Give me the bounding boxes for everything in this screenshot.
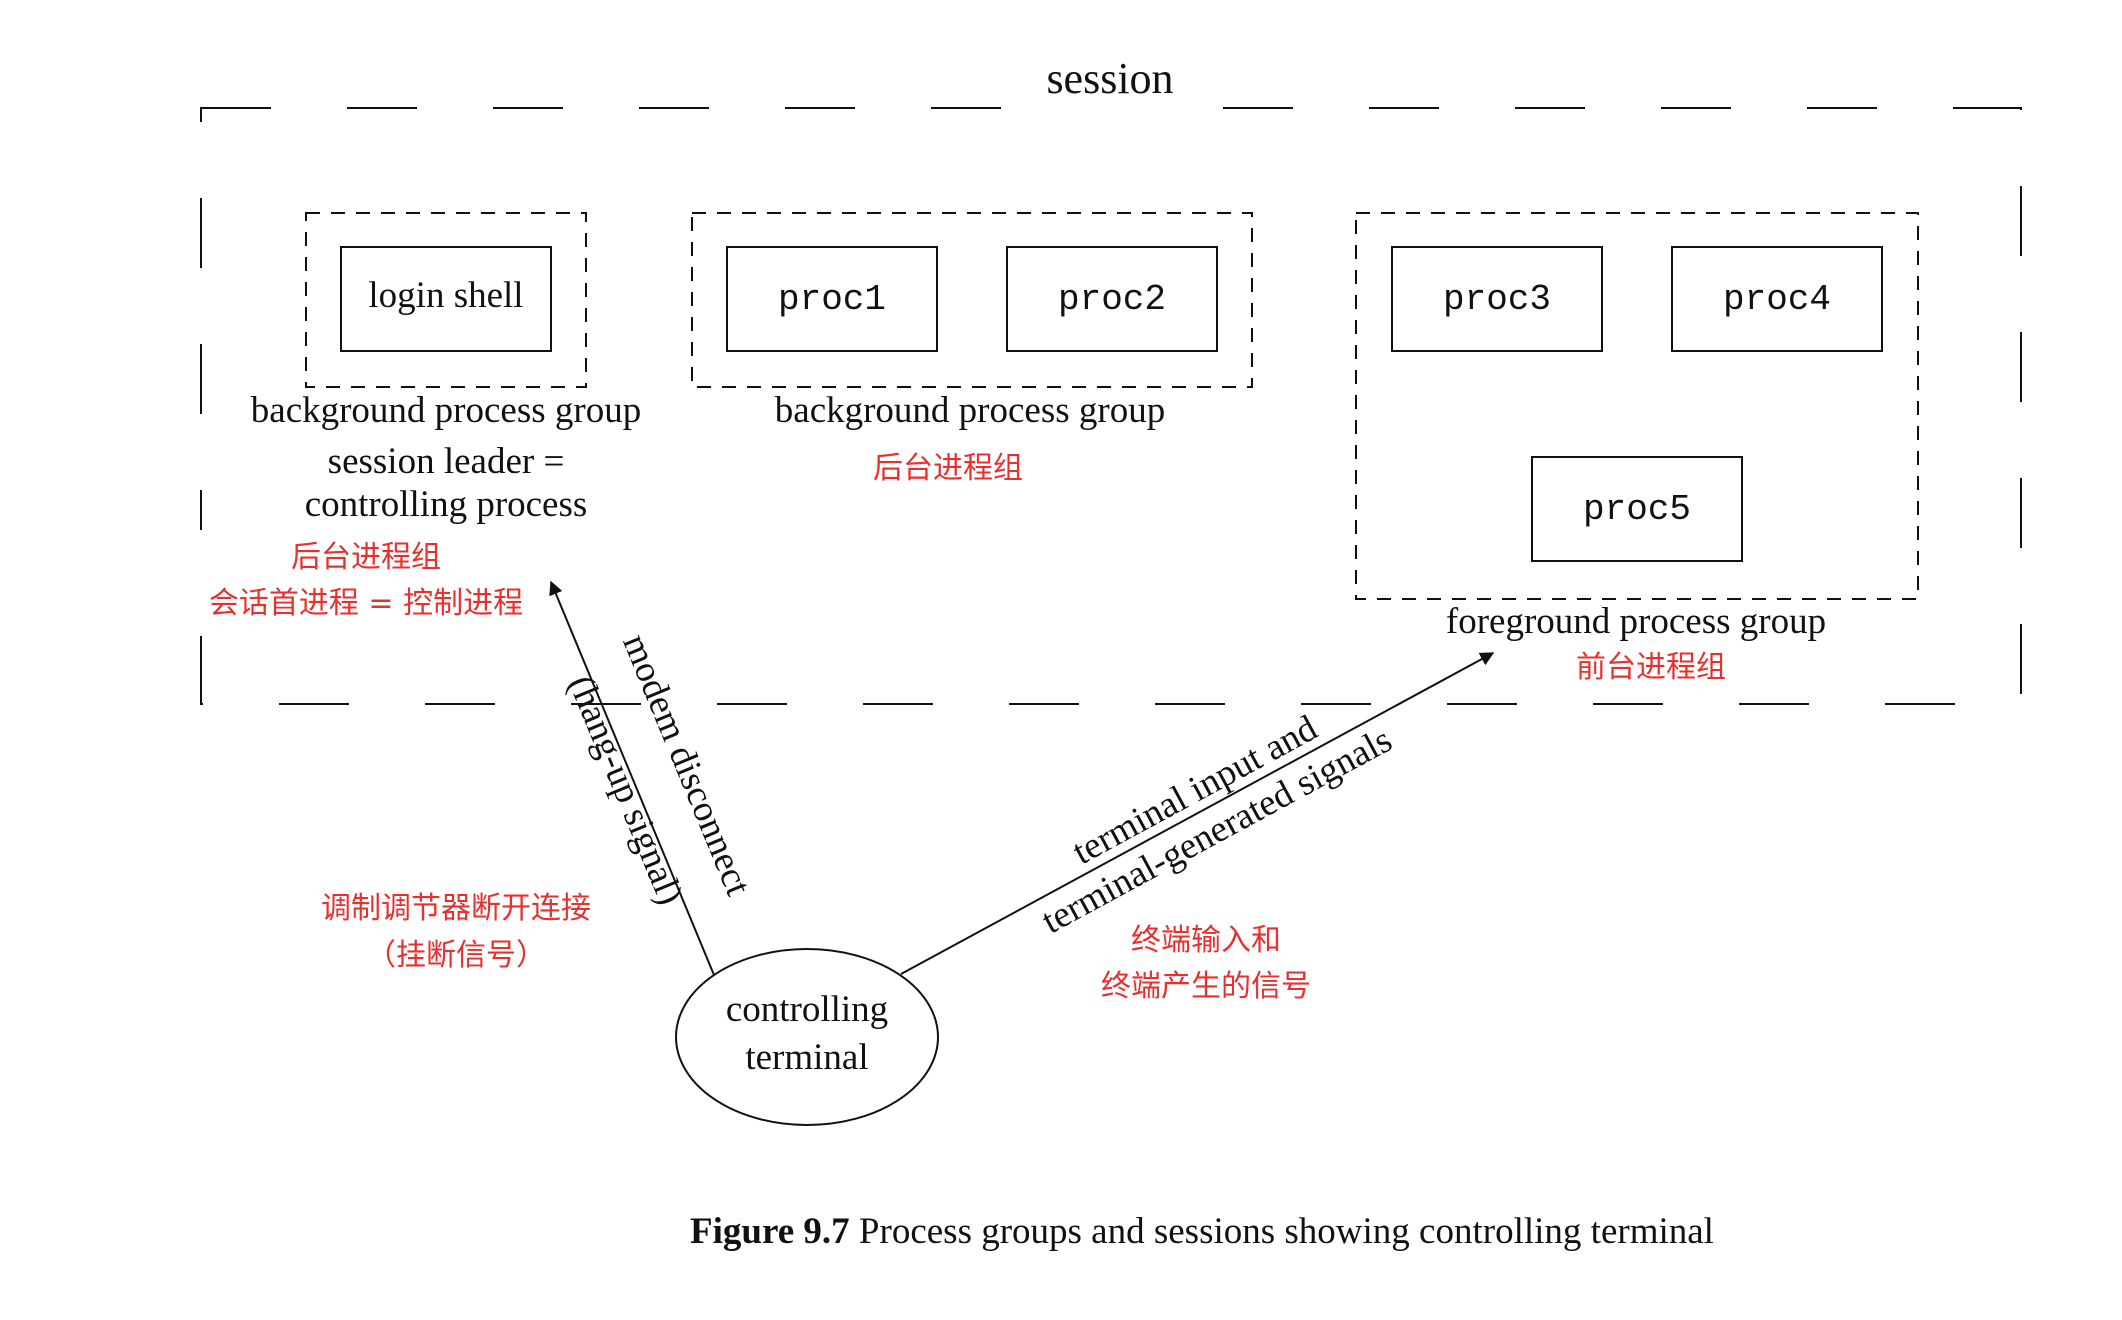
- foreground-process-group-boundary: [1355, 212, 1919, 600]
- session-leader-line2: controlling process: [305, 484, 588, 525]
- login-shell-box: [340, 246, 552, 352]
- session-label: session: [1046, 54, 1173, 103]
- background-group-label: background process group: [775, 390, 1165, 431]
- hangup-cn-line2: （挂断信号）: [366, 938, 546, 973]
- session-leader-cn-bg: [196, 530, 536, 630]
- proc2-box: [1006, 246, 1218, 352]
- hangup-arrow: [549, 580, 715, 976]
- proc1-box: [726, 246, 938, 352]
- proc3-label: proc3: [1443, 279, 1551, 320]
- hangup-cn-line1: 调制调节器断开连接: [321, 891, 591, 926]
- foreground-group-label: foreground process group: [1446, 601, 1826, 642]
- session-leader-line1: session leader =: [328, 441, 565, 482]
- proc4-label: proc4: [1723, 279, 1831, 320]
- hangup-edge-labels: modem disconnect (hang-up signal): [560, 628, 759, 910]
- input-cn-line1: 终端输入和: [1131, 923, 1281, 958]
- terminal-label-line2: terminal: [745, 1037, 868, 1078]
- controlling-terminal-node: [675, 948, 939, 1126]
- background-process-group-boundary: [691, 212, 1253, 388]
- proc3-box: [1391, 246, 1603, 352]
- figure-caption-text: Process groups and sessions showing cont…: [859, 1211, 1714, 1252]
- input-edge-labels: terminal input and terminal-generated si…: [1035, 707, 1399, 942]
- session-leader-cn-line2: 会话首进程 = 控制进程: [209, 586, 523, 621]
- input-arrow: [900, 652, 1495, 975]
- proc2-label: proc2: [1058, 279, 1166, 320]
- login-group-label: background process group: [251, 390, 641, 431]
- proc1-label: proc1: [778, 279, 886, 320]
- proc5-label: proc5: [1583, 489, 1691, 530]
- session-leader-cn-line1: 后台进程组: [291, 540, 441, 575]
- proc5-box: [1531, 456, 1743, 562]
- figure-number: Figure 9.7: [690, 1211, 850, 1252]
- foreground-group-cn-label: 前台进程组: [1576, 650, 1726, 685]
- terminal-label-line1: controlling: [726, 989, 888, 1030]
- proc4-box: [1671, 246, 1883, 352]
- session-label-gap: [1020, 52, 1220, 132]
- input-cn-line2: 终端产生的信号: [1101, 969, 1311, 1004]
- login-shell-label: login shell: [368, 275, 523, 316]
- figure-caption: Figure 9.7 Process groups and sessions s…: [690, 1211, 1714, 1252]
- background-group-cn-label: 后台进程组: [873, 451, 1023, 486]
